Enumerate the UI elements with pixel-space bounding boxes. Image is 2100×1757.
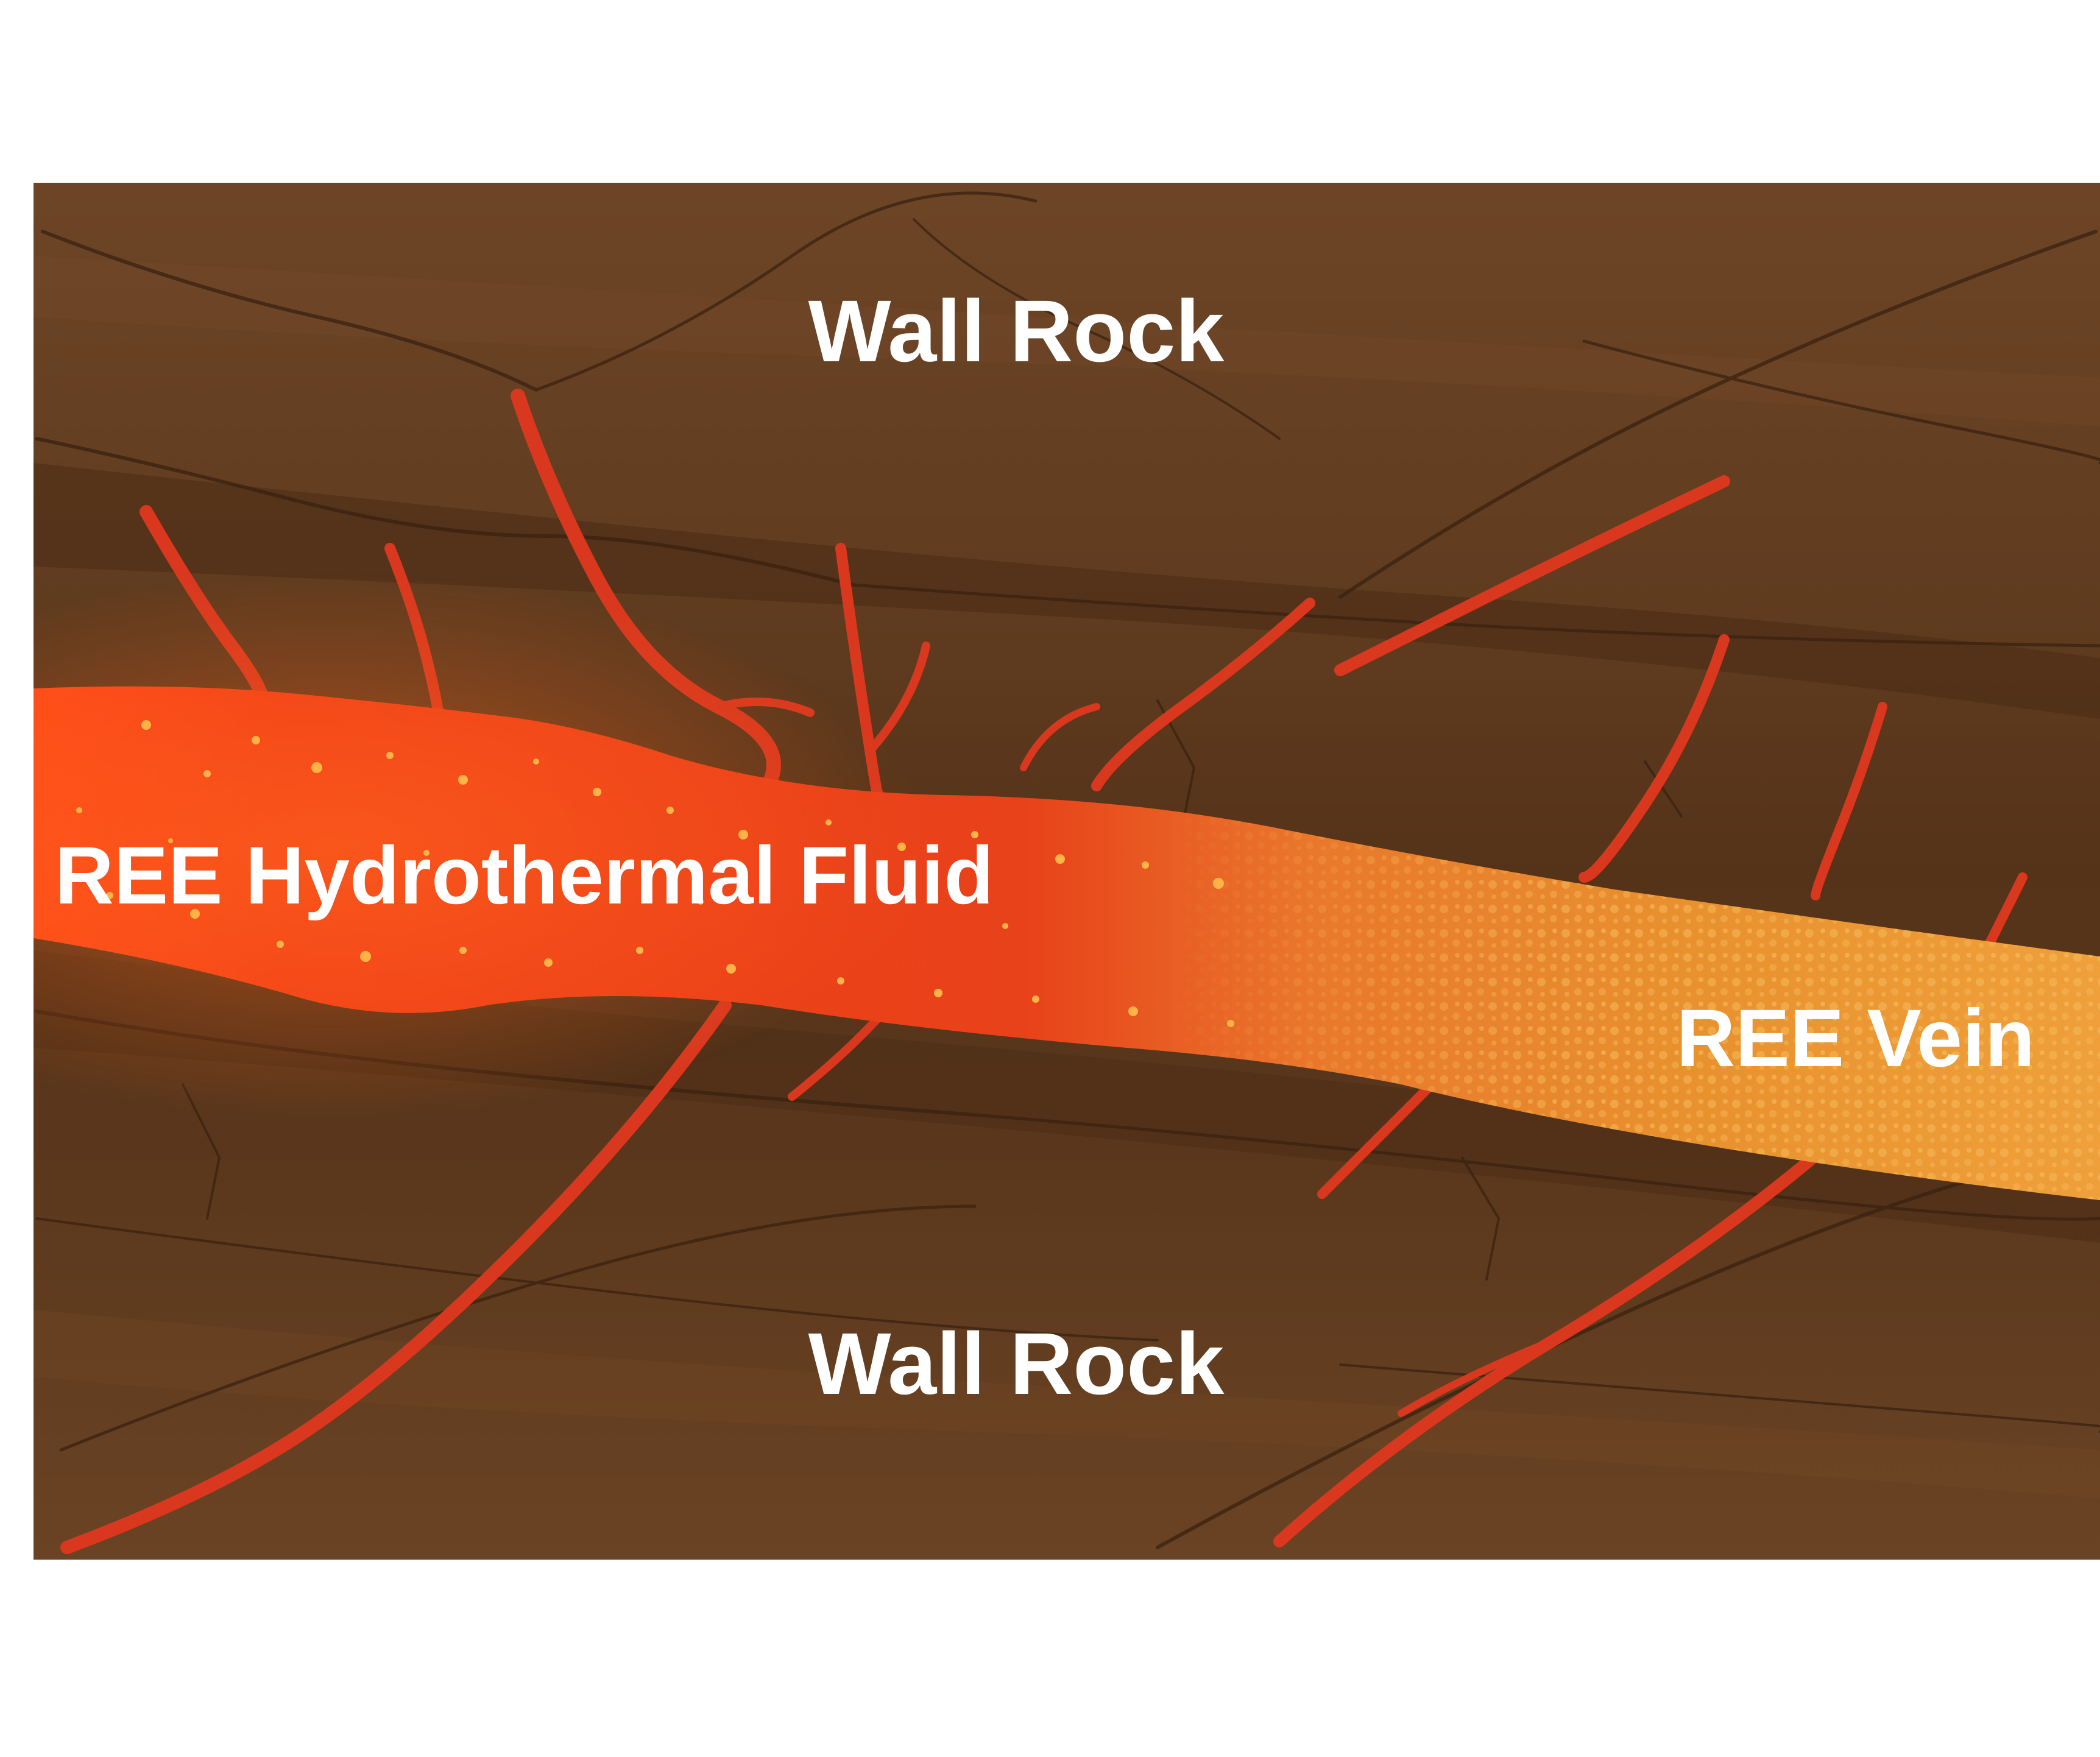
- label-ree-hydrothermal-fluid: REE Hydrothermal Fluid: [55, 830, 994, 921]
- fluid-sparkles: [76, 720, 1234, 1027]
- rock-panel: [34, 183, 2100, 1560]
- label-ree-vein: REE Vein: [1677, 993, 2035, 1084]
- label-wall-rock-bottom: Wall Rock: [808, 1315, 1225, 1413]
- label-wall-rock-top: Wall Rock: [808, 282, 1225, 380]
